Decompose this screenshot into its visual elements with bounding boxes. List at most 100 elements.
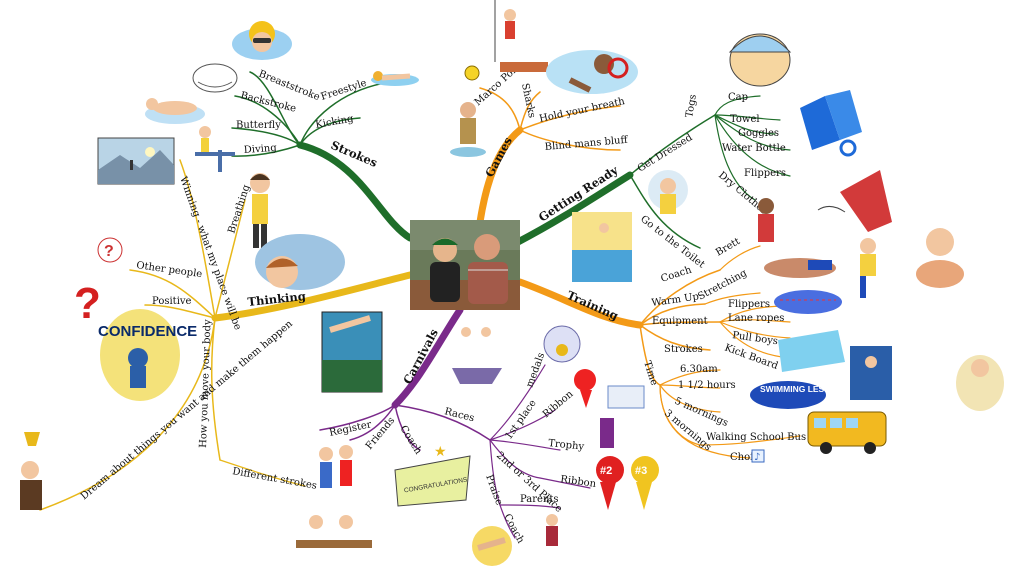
swimming-lessons-text: SWIMMING LESSONS xyxy=(760,384,849,394)
trophy-label: Trophy xyxy=(548,438,585,453)
medal-3-text: #3 xyxy=(635,465,647,477)
positive-label: Positive xyxy=(152,296,192,307)
winning-landscape-photo xyxy=(97,137,175,185)
cap-illustration xyxy=(728,33,792,87)
lane-ropes-illustration xyxy=(774,290,842,314)
sharks-label: Sharks xyxy=(519,82,537,119)
flippers-label: Flippers xyxy=(744,168,786,179)
butterfly-label: Butterfly xyxy=(236,120,281,131)
svg-text:★: ★ xyxy=(434,444,447,460)
smiley-icon xyxy=(464,65,480,81)
swimmer-cap-illustration xyxy=(232,21,292,60)
coach-handshake-illustration xyxy=(472,526,512,566)
confidence-illustration: CONFIDENCE xyxy=(98,309,197,401)
branch-line-thinking xyxy=(211,271,414,322)
bench-kids-illustration xyxy=(296,515,372,548)
time-duration-label: 1 1/2 hours xyxy=(678,380,736,391)
other-people-label: Other people xyxy=(136,260,203,280)
svg-text:?: ? xyxy=(104,243,114,260)
races-label: Races xyxy=(443,406,475,424)
snorkel-kid-illustration xyxy=(546,50,638,94)
medal-icon xyxy=(543,325,581,363)
pool-swimmers-illustration xyxy=(850,346,892,400)
get-dressed-label: Get Dressed xyxy=(636,132,695,175)
swimming-lessons-badge: SWIMMING LESSONS xyxy=(750,381,849,409)
stretching-kid-illustration xyxy=(860,238,876,298)
svg-text:?: ? xyxy=(74,279,101,328)
music-note-icon: ♪ xyxy=(751,449,765,463)
branch-line-games xyxy=(476,126,524,226)
trophy-man-illustration xyxy=(20,432,42,510)
first-place-label: 1st place xyxy=(503,398,538,442)
register-label: Register xyxy=(328,419,372,439)
school-bus-illustration xyxy=(807,411,887,454)
medals-label: medals xyxy=(524,351,547,389)
dreaming-kid-illustration xyxy=(255,234,345,290)
diving-poster-illustration xyxy=(321,311,383,393)
branch-line-getting-ready xyxy=(514,171,634,246)
second-ribbons-illustration: #2 #3 xyxy=(596,418,659,510)
parents-label: Parents xyxy=(520,494,559,505)
praise-label: Praise xyxy=(483,473,504,507)
friends-illustration xyxy=(319,445,353,488)
question-mark-icons: ? ? xyxy=(74,237,123,328)
diving-label: Diving xyxy=(243,143,277,156)
marco-polo-kid-illustration xyxy=(450,102,486,157)
freestyle-illustration xyxy=(371,71,419,86)
branch-line-strokes xyxy=(296,141,414,242)
first-ribbon-illustration xyxy=(574,369,596,408)
red-flippers-illustration xyxy=(817,170,892,232)
different-strokes-label: Different strokes xyxy=(231,466,317,492)
equipment-label: Equipment xyxy=(652,316,708,327)
togs-label: Togs xyxy=(684,94,699,119)
central-photo xyxy=(410,220,520,310)
winning-label: Winning - what my place will be xyxy=(177,175,243,331)
towel-label: Towel xyxy=(730,114,760,125)
stretching-athlete-illustration xyxy=(764,258,836,278)
lane-ropes-label: Lane ropes xyxy=(728,313,784,324)
medal-2-text: #2 xyxy=(600,465,612,477)
parents-illustration xyxy=(546,514,558,546)
pool-lanes-illustration xyxy=(778,330,845,372)
coach-label: Coach xyxy=(660,264,694,284)
pull-boys-label: Pull boys xyxy=(732,330,779,347)
warm-up-label: Warm Up xyxy=(651,291,700,309)
confidence-text: CONFIDENCE xyxy=(98,323,197,340)
hold-breath-label: Hold your breath xyxy=(538,96,626,125)
meditating-kid-illustration xyxy=(916,228,964,288)
training-strokes-label: Strokes xyxy=(664,344,703,355)
walking-bus-label: Walking School Bus xyxy=(706,432,806,443)
time-label: Time xyxy=(641,360,659,388)
boat-sketch-illustration xyxy=(192,63,238,93)
games-label: Games xyxy=(482,135,515,180)
thinking-boy-illustration xyxy=(250,173,270,248)
time-630-label: 6.30am xyxy=(680,364,718,375)
congratulations-banner: CONGRATULATIONS ★ xyxy=(394,444,471,507)
branch-line-carnivals xyxy=(391,306,464,409)
podium-divers-illustration xyxy=(452,327,502,384)
breaststroke-illustration xyxy=(145,98,205,124)
svg-text:♪: ♪ xyxy=(754,452,760,463)
ribbon-first-label: Ribbon xyxy=(541,388,576,420)
pool-kids-illustration xyxy=(572,212,632,282)
diving-board-games-illustration xyxy=(494,0,548,72)
choir-label: Choir xyxy=(730,452,758,463)
goggles-label: Goggles xyxy=(738,128,779,139)
thinking-label: Thinking xyxy=(247,289,307,309)
flippers-goggles-illustration xyxy=(800,90,862,157)
diver-illustration xyxy=(195,126,235,172)
dressing-kid-illustration xyxy=(648,170,688,214)
carnival-coach-label: Coach xyxy=(397,424,423,457)
branch-line-training xyxy=(516,278,644,329)
cap-label: Cap xyxy=(728,92,748,103)
toilet-label: Go to the Toilet xyxy=(638,214,706,271)
freestyle-label: Freestyle xyxy=(320,78,369,103)
trophy-icon xyxy=(607,385,645,409)
stretching-label: Stretching xyxy=(696,267,749,302)
ribbon-second-label: Ribbon xyxy=(560,474,598,490)
equip-flippers-label: Flippers xyxy=(728,299,770,310)
cheerful-swimmer-illustration xyxy=(956,355,1004,411)
water-bottle-label: Water Bottle xyxy=(722,143,786,154)
